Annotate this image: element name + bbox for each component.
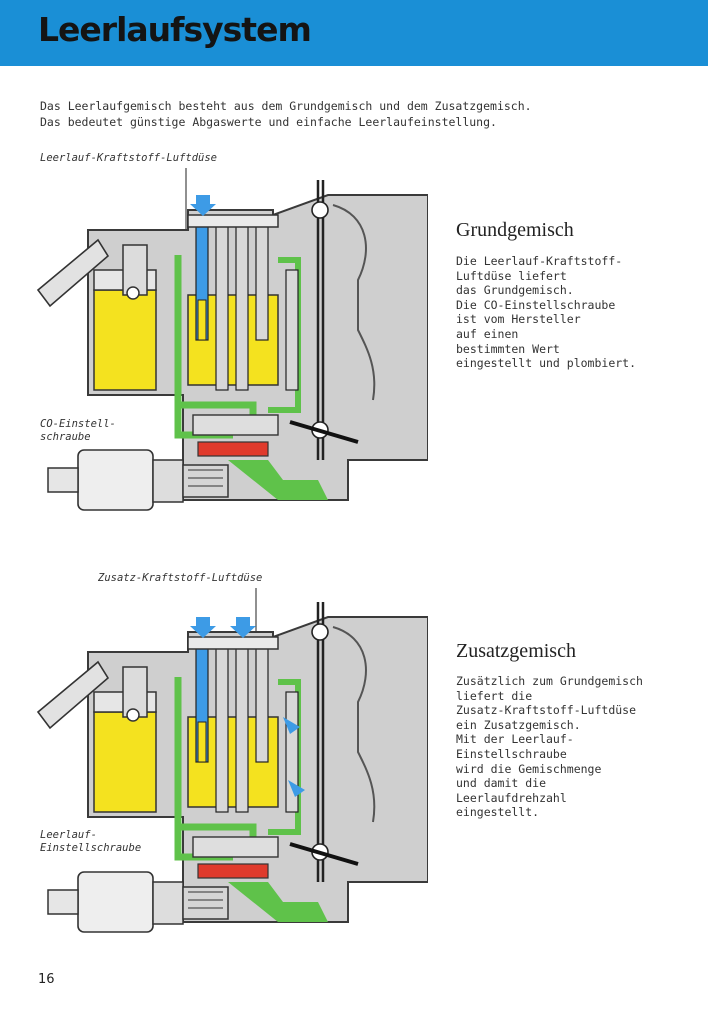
intro-text: Das Leerlaufgemisch besteht aus dem Grun… [40, 98, 532, 130]
carburetor-diagram-grundgemisch [28, 168, 428, 520]
header-bar: Leerlaufsystem [0, 0, 708, 66]
callout-idle-screw: Leerlauf- Einstellschraube [40, 829, 142, 854]
page-number: 16 [38, 972, 55, 987]
carburetor-diagram-zusatzgemisch [28, 588, 428, 942]
intro-line-2: Das bedeutet günstige Abgaswerte und ein… [40, 115, 497, 129]
section-title-grundgemisch: Grundgemisch [456, 219, 574, 241]
section-title-zusatzgemisch: Zusatzgemisch [456, 640, 576, 662]
callout-co-screw: CO-Einstell- schraube [40, 418, 116, 443]
callout-zusatz-duese: Zusatz-Kraftstoff-Luftdüse [98, 572, 263, 584]
callout-leerlauf-duese: Leerlauf-Kraftstoff-Luftdüse [40, 152, 218, 164]
section-text-zusatzgemisch: Zusätzlich zum Grundgemisch liefert die … [456, 674, 643, 820]
intro-line-1: Das Leerlaufgemisch besteht aus dem Grun… [40, 99, 532, 113]
section-text-grundgemisch: Die Leerlauf-Kraftstoff- Luftdüse liefer… [456, 254, 637, 371]
page-title: Leerlaufsystem [38, 10, 312, 49]
